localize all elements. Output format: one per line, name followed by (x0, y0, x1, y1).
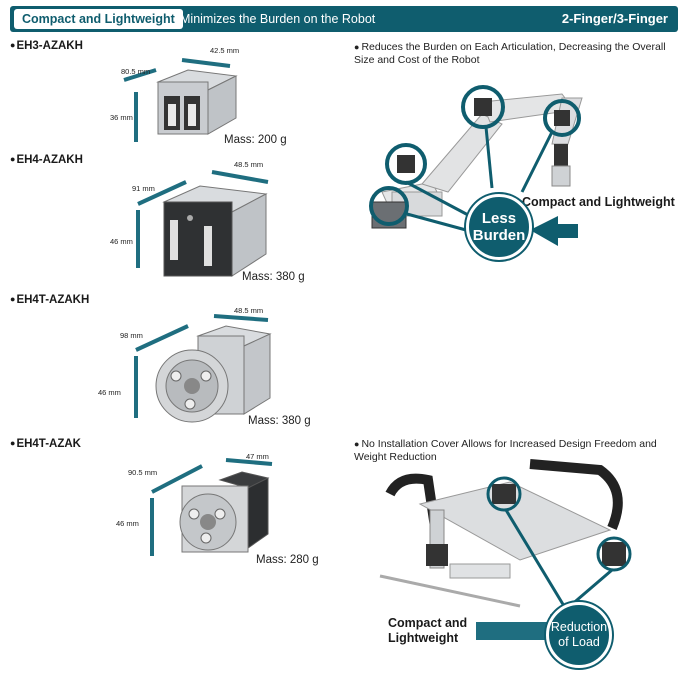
model-title: EH4T-AZAK (10, 438, 81, 450)
dim-height: 46 mm (116, 519, 139, 528)
dim-height: 46 mm (98, 388, 121, 397)
badge-line: Burden (472, 227, 526, 244)
badge-line: Less (481, 210, 517, 227)
callout-line: Lightweight (388, 631, 459, 645)
callout-compact: Compact and Lightweight (388, 616, 467, 646)
product-image-eh4 (136, 170, 269, 277)
mass-label: Mass: 200 g (224, 134, 287, 146)
badge-line: Reduction (550, 620, 608, 634)
feature-text: Reduces the Burden on Each Articulation,… (354, 41, 679, 67)
mass-label: Mass: 280 g (256, 554, 319, 566)
product-image-eh4t-azakh (134, 314, 272, 423)
dim-depth: 98 mm (120, 331, 143, 340)
header-subtitle: Minimizes the Burden on the Robot (180, 12, 376, 26)
mass-label: Mass: 380 g (248, 415, 311, 427)
robot-arm-illustration (369, 85, 583, 246)
gantry-illustration (379, 459, 632, 648)
dim-height: 36 mm (110, 113, 133, 122)
dim-depth: 80.5 mm (121, 67, 151, 76)
dim-depth: 91 mm (132, 184, 155, 193)
feature-text: No Installation Cover Allows for Increas… (354, 438, 679, 464)
header-category: 2-Finger/3-Finger (561, 11, 668, 26)
dim-height: 46 mm (110, 237, 133, 246)
badge-line: of Load (558, 635, 600, 649)
dim-width: 48.5 mm (234, 306, 264, 315)
model-title: EH3-AZAKH (10, 40, 82, 52)
header-tag: Compact and Lightweight (14, 9, 183, 29)
reduction-of-load-badge: Reduction of Load (546, 602, 612, 668)
callout-compact: Compact and Lightweight (522, 195, 675, 209)
product-image-eh3 (123, 58, 238, 142)
dim-depth: 90.5 mm (128, 468, 158, 477)
dim-width: 42.5 mm (210, 46, 240, 55)
model-title: EH4T-AZAKH (10, 294, 89, 306)
product-image-eh4t-azak (150, 458, 273, 556)
dim-width: 47 mm (246, 452, 269, 461)
callout-line: Compact and (388, 616, 468, 630)
header-bar: Compact and Lightweight Minimizes the Bu… (10, 6, 678, 32)
model-title: EH4-AZAKH (10, 154, 82, 166)
less-burden-badge: Less Burden (466, 194, 532, 260)
mass-label: Mass: 380 g (242, 271, 305, 283)
dim-width: 48.5 mm (234, 160, 264, 169)
